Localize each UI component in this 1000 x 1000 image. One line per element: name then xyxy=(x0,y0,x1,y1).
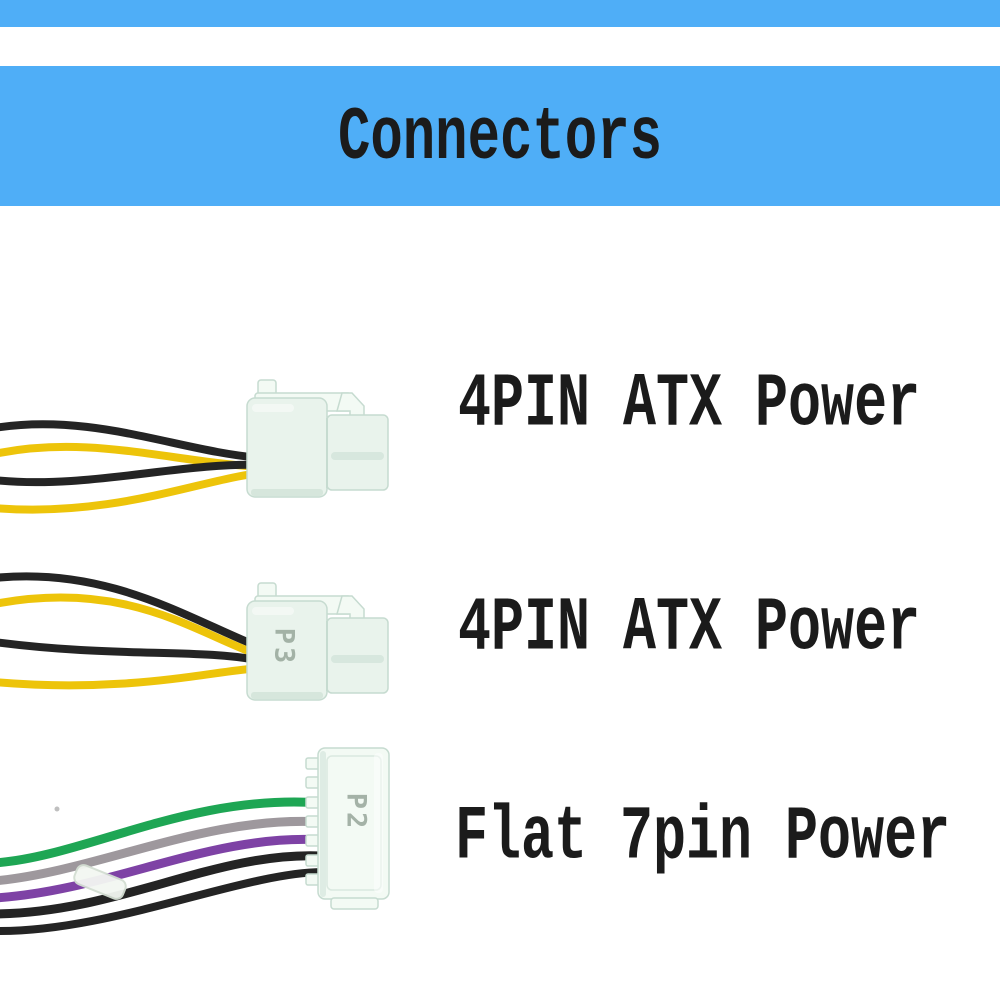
face-panel xyxy=(326,755,382,891)
connector-marking-text: P3 xyxy=(269,628,300,667)
housing-shade xyxy=(331,655,384,663)
wire-black xyxy=(0,420,266,462)
connector-label: 4PIN ATX Power xyxy=(458,584,921,672)
wire-green xyxy=(0,797,327,867)
4pin-atx-connector-photo xyxy=(0,379,389,514)
housing-shadow xyxy=(251,489,323,496)
wire-black xyxy=(0,851,327,919)
face-highlight xyxy=(374,753,383,893)
page-title: Connectors xyxy=(337,96,663,182)
wires xyxy=(0,420,266,514)
wire-yellow xyxy=(0,664,266,690)
connector-item-1: 4PIN ATX Power xyxy=(0,361,1000,520)
wires xyxy=(0,797,327,935)
housing-highlight xyxy=(252,404,294,412)
cable-tie xyxy=(73,864,127,900)
wire-black xyxy=(0,572,266,652)
connector-item-2: P3 4PIN ATX Power xyxy=(0,560,1000,720)
atx-connector-body xyxy=(246,582,389,701)
connector-label: 4PIN ATX Power xyxy=(458,360,921,448)
connector-marking-text: P2 xyxy=(341,793,372,832)
wire-black xyxy=(0,868,326,935)
flat7pin-connector-body xyxy=(305,747,390,910)
housing-shadow xyxy=(251,692,323,699)
face-shade xyxy=(320,751,326,897)
housing-highlight xyxy=(252,607,294,615)
wire-gray xyxy=(0,816,327,885)
wire-purple xyxy=(0,834,327,903)
housing-shade xyxy=(331,452,384,460)
wires xyxy=(0,572,266,690)
wire-yellow xyxy=(0,593,266,660)
housing-main xyxy=(246,397,328,498)
connector-item-3: P2 Flat 7pin Power xyxy=(0,735,1000,940)
housing-foot xyxy=(330,897,379,910)
top-accent-bar xyxy=(0,0,1000,27)
4pin-atx-connector-photo: P3 xyxy=(0,572,389,701)
wire-yellow xyxy=(0,469,266,514)
dust-speck xyxy=(54,806,60,812)
wire-black xyxy=(0,638,266,665)
connector-label: Flat 7pin Power xyxy=(455,793,951,881)
wire-black xyxy=(0,460,266,487)
title-banner: Connectors xyxy=(0,66,1000,206)
atx-connector-body xyxy=(246,379,389,498)
flat-7pin-connector-photo: P2 xyxy=(0,747,390,935)
